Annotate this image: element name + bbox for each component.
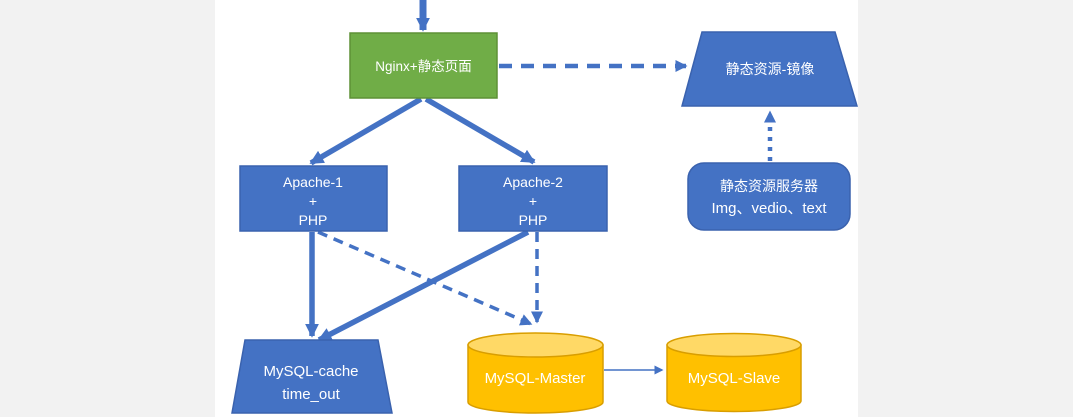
apache1-label-line3: PHP xyxy=(299,212,328,228)
mysql-cache-label-line2: time_out xyxy=(282,386,340,403)
node-mysql-cache: MySQL-cache time_out xyxy=(231,339,393,414)
static-server-label-line2: Img、vedio、text xyxy=(711,200,827,217)
apache1-label-line1: Apache-1 xyxy=(283,174,343,190)
apache2-label-line3: PHP xyxy=(519,212,548,228)
node-mysql-master: MySQL-Master xyxy=(467,332,604,414)
nginx-label: Nginx+静态页面 xyxy=(375,59,471,74)
edge-apache1-to-master xyxy=(317,230,533,326)
edge-nginx-to-apache1 xyxy=(309,96,423,166)
right-gray-band xyxy=(858,0,1073,417)
apache2-label-line2: + xyxy=(529,193,537,209)
left-gray-band xyxy=(0,0,215,417)
apache1-label-line2: + xyxy=(309,193,317,209)
apache2-label-line1: Apache-2 xyxy=(503,174,563,190)
node-apache2: Apache-2 + PHP xyxy=(458,165,608,232)
node-apache1: Apache-1 + PHP xyxy=(239,165,388,232)
mysql-master-label: MySQL-Master xyxy=(485,370,586,387)
edge-apache2-to-cache xyxy=(317,229,530,343)
node-static-mirror: 静态资源-镜像 xyxy=(681,31,859,107)
mysql-slave-label: MySQL-Slave xyxy=(688,370,781,387)
static-server-label-line1: 静态资源服务器 xyxy=(720,178,818,194)
mysql-cache-label-line1: MySQL-cache xyxy=(263,363,358,380)
static-mirror-label: 静态资源-镜像 xyxy=(726,61,815,77)
node-mysql-slave: MySQL-Slave xyxy=(666,332,802,413)
node-nginx: Nginx+静态页面 xyxy=(349,32,498,99)
edge-nginx-to-apache2 xyxy=(424,96,536,165)
node-static-server: 静态资源服务器 Img、vedio、text xyxy=(687,162,851,231)
